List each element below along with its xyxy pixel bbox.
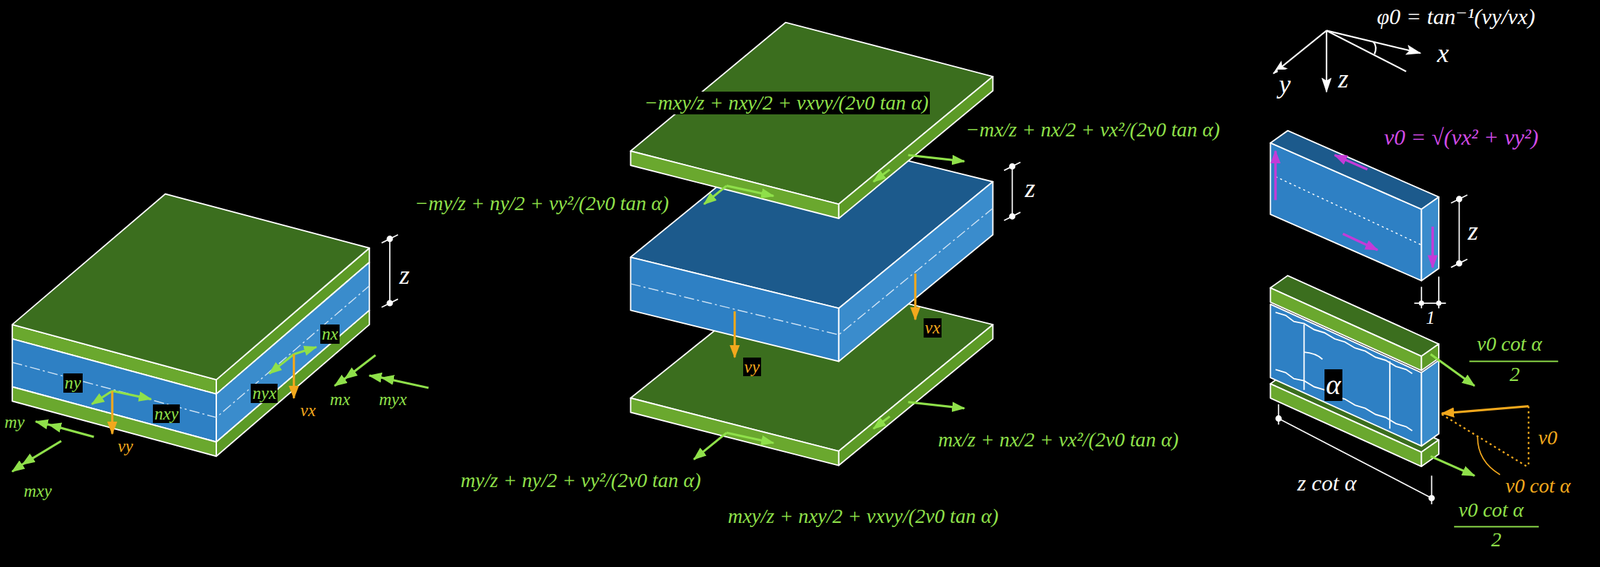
formula-label: my/z + ny/2 + vy²/(2v0 tan α) — [459, 469, 703, 492]
formula-label: z — [1023, 173, 1037, 203]
formula-label: mxy — [22, 481, 54, 501]
formula-label: v0 cot α — [1457, 498, 1526, 522]
formula-label: nyx — [250, 383, 278, 403]
formula-label: mxy/z + nxy/2 + vxvy/(2v0 tan α) — [726, 504, 1001, 528]
formula-label: nxy — [152, 404, 180, 424]
formula-label: z cot α — [1296, 471, 1359, 496]
formula-label: v0 cot α — [1475, 332, 1544, 356]
formula-label: vy — [743, 357, 762, 377]
formula-label: 2 — [1508, 362, 1522, 386]
formula-label: vx — [298, 400, 317, 421]
formula-label: α — [1324, 369, 1343, 401]
formula-label: nx — [320, 324, 340, 344]
formula-label: z — [1336, 64, 1350, 93]
formula-label: −mx/z + nx/2 + vx²/(2v0 tan α) — [964, 118, 1222, 142]
formula-label: φ0 = tan⁻¹(vy/vx) — [1375, 4, 1537, 30]
formula-label: vx — [923, 318, 942, 338]
formula-label: v0 cot α — [1504, 474, 1573, 498]
formula-label: mx/z + nx/2 + vx²/(2v0 tan α) — [936, 428, 1180, 452]
formula-label: y — [1277, 69, 1293, 99]
formula-label: ny — [63, 373, 83, 393]
formula-label: 1 — [1424, 307, 1437, 328]
formula-label: vy — [116, 436, 135, 456]
formula-label: v0 — [1536, 426, 1559, 450]
formula-label: x — [1435, 38, 1450, 68]
formula-label: v0 = √(vx² + vy²) — [1382, 125, 1540, 151]
formula-label: z — [398, 260, 412, 290]
formula-label: z — [1466, 216, 1480, 246]
formula-label: my — [2, 412, 26, 432]
formula-label: −my/z + ny/2 + vy²/(2v0 tan α) — [413, 192, 671, 215]
formula-label: 2 — [1489, 528, 1503, 552]
formula-label: −mxy/z + nxy/2 + vxvy/(2v0 tan α) — [642, 91, 930, 115]
formula-label: mx — [328, 389, 352, 410]
formula-label: myx — [377, 389, 409, 410]
